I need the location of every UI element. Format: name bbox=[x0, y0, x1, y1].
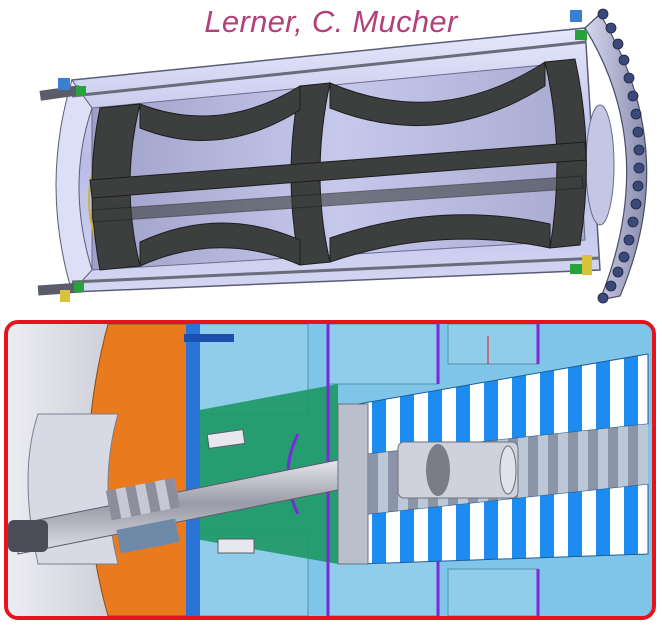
beam-pipe bbox=[8, 428, 369, 555]
left-fittings bbox=[37, 78, 86, 302]
author-credit: Lerner, C. Mucher bbox=[204, 4, 458, 39]
support-frame bbox=[89, 58, 587, 271]
detector-render-frame bbox=[4, 320, 656, 620]
tie-rods bbox=[71, 40, 601, 284]
right-fittings bbox=[570, 10, 592, 275]
flange-bolts bbox=[597, 8, 645, 304]
cryostat-cutaway-drawing bbox=[0, 0, 662, 310]
barrel-calorimeter bbox=[337, 353, 649, 565]
